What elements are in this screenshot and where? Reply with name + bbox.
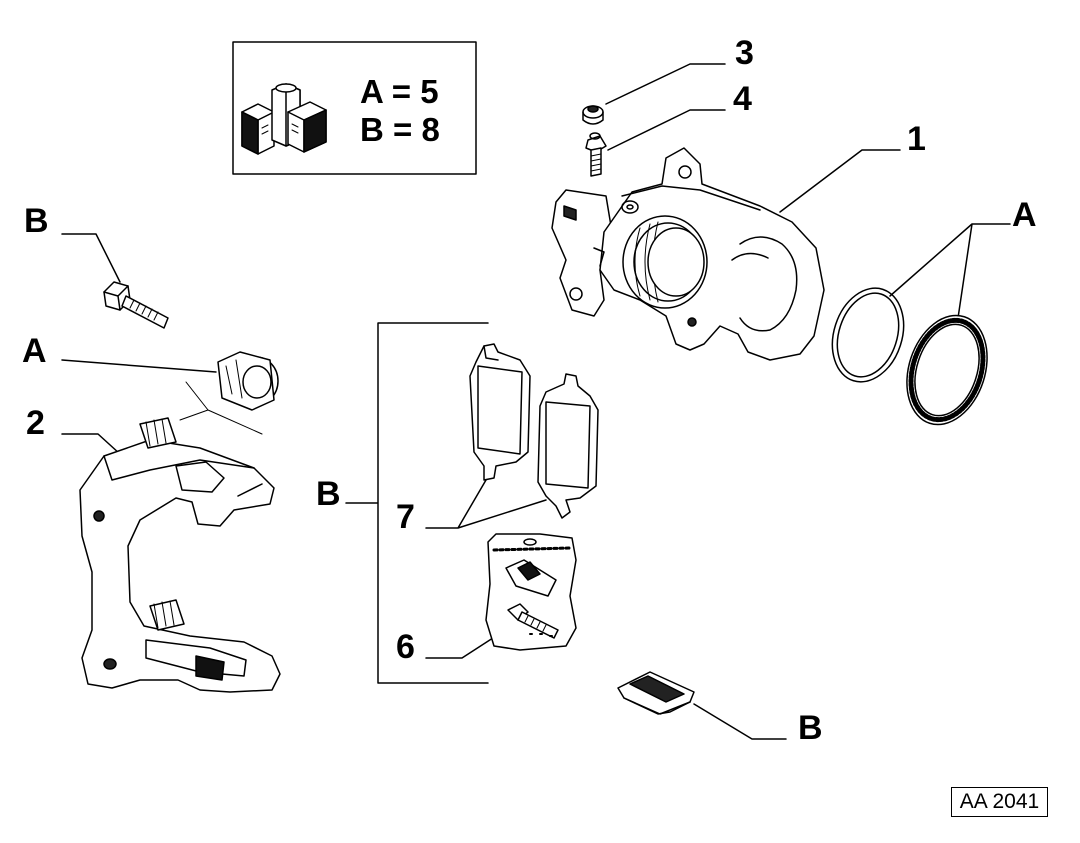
leader-part-6 — [425, 635, 497, 659]
callout-a-top-right: A — [1012, 196, 1037, 234]
callout-a-left: A — [22, 332, 47, 370]
callout-part-6: 6 — [396, 628, 415, 666]
leader-part-7 — [425, 479, 547, 529]
dust-boot-ring — [906, 314, 988, 426]
leader-clip-b-right — [693, 703, 787, 740]
leader-part-1 — [779, 149, 901, 213]
leader-seal-a-right — [889, 223, 1011, 319]
callout-part-3: 3 — [735, 34, 754, 72]
callout-b-bottom-right: B — [798, 709, 823, 747]
leader-part-3 — [605, 63, 726, 105]
bracket-b — [345, 322, 489, 684]
bleed-screw — [585, 132, 607, 177]
piston-seal-ring — [831, 287, 905, 383]
kit-legend-line-a: A = 5 — [360, 73, 439, 110]
callout-part-2: 2 — [26, 404, 45, 442]
reference-code-box: AA 2041 — [951, 787, 1048, 817]
brake-pad-front — [469, 343, 531, 481]
bleed-cap — [582, 105, 604, 125]
pad-hardware-kit-bag — [485, 533, 577, 651]
kit-legend-frame — [232, 41, 477, 175]
pad-retaining-clip — [617, 671, 695, 715]
spare-parts-kit-icon — [241, 83, 327, 155]
brake-pad-rear — [537, 373, 599, 519]
caliper-bracket — [79, 417, 281, 693]
boot-fitting-hint — [179, 381, 263, 435]
callout-b-bracket: B — [316, 475, 341, 513]
caliper-bracket-bolt — [103, 281, 169, 329]
leader-boot-a-left — [61, 359, 217, 373]
leader-bolt-b-left — [61, 233, 121, 283]
callout-part-4: 4 — [733, 80, 752, 118]
leader-part-2 — [61, 433, 121, 455]
callout-part-1: 1 — [907, 120, 926, 158]
leader-part-4 — [607, 109, 726, 151]
caliper-body — [551, 147, 825, 361]
callout-part-7: 7 — [396, 498, 415, 536]
callout-b-top-left: B — [24, 202, 49, 240]
kit-legend-line-b: B = 8 — [360, 111, 440, 148]
guide-pin-boot — [217, 351, 279, 411]
